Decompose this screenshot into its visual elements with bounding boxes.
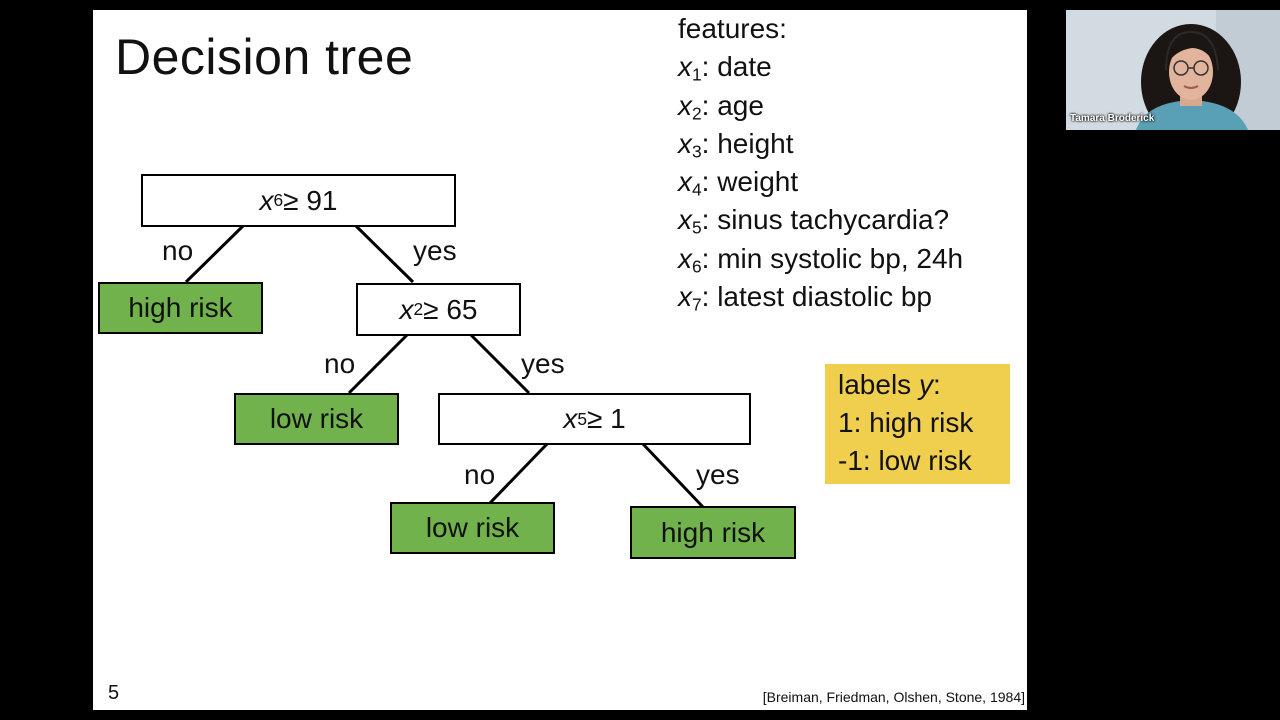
edge-label-yes: yes [521, 348, 565, 379]
features-list: features: x1: date x2: age x3: height x4… [678, 10, 963, 316]
participant-avatar [1066, 10, 1280, 130]
edge-label-yes: yes [696, 459, 740, 490]
feature-item: x2: age [678, 89, 764, 123]
edge-node2-no [347, 333, 409, 395]
labels-box: labels y: 1: high risk -1: low risk [825, 364, 1010, 484]
tree-leaf-high-risk: high risk [98, 282, 263, 334]
feature-item: x1: date [678, 51, 772, 85]
participant-video[interactable]: Tamara Broderick [1066, 10, 1280, 130]
feature-item: x4: weight [678, 166, 799, 200]
edge-root-yes [354, 224, 415, 284]
features-heading: features: [678, 13, 787, 44]
edge-node2-yes [469, 333, 531, 395]
label-high-risk: 1: high risk [838, 407, 974, 438]
edge-node3-no [488, 442, 549, 505]
feature-item: x6: min systolic bp, 24h [678, 242, 964, 277]
participant-name: Tamara Broderick [1070, 113, 1155, 124]
edge-label-no: no [162, 235, 194, 266]
slide: Decision tree features: x1: date x2: age… [93, 10, 1027, 710]
label-low-risk: -1: low risk [838, 445, 972, 476]
tree-leaf-low-risk: low risk [390, 502, 555, 554]
edge-label-yes: yes [413, 235, 457, 266]
edge-node3-yes [641, 442, 705, 509]
feature-item: x3: height [678, 127, 794, 162]
feature-item: x5: sinus tachycardia? [678, 204, 950, 238]
tree-edges [184, 224, 705, 509]
edge-root-no [184, 224, 245, 284]
edge-label-no: no [324, 348, 356, 379]
slide-title: Decision tree [115, 29, 414, 85]
tree-leaf-high-risk: high risk [630, 506, 796, 559]
labels-heading: labels y: [838, 369, 941, 400]
citation: [Breiman, Friedman, Olshen, Stone, 1984] [762, 689, 1025, 705]
feature-item: x7: latest diastolic bp [678, 281, 932, 315]
page-number: 5 [108, 682, 120, 704]
tree-leaf-low-risk: low risk [234, 393, 399, 445]
edge-label-no: no [464, 459, 496, 490]
